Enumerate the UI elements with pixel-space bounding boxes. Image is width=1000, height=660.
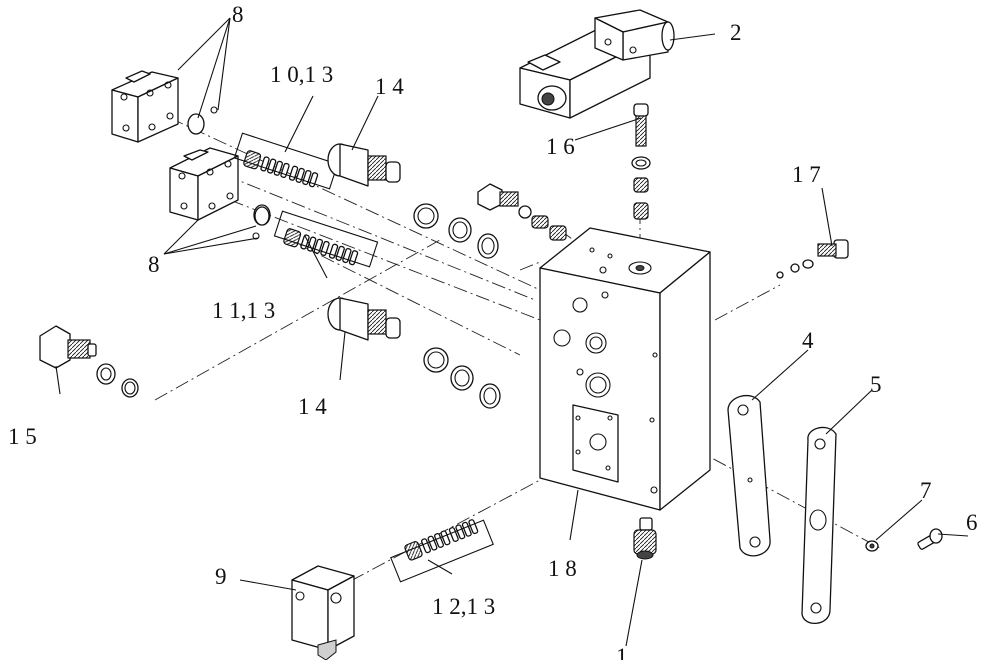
center-lines	[154, 117, 881, 593]
spring-stack-10	[243, 150, 319, 188]
callout-6: 6	[966, 510, 978, 535]
callout-5: 5	[870, 372, 882, 397]
cover-plate-middle	[169, 147, 271, 240]
callout-12: 1 2,1 3	[432, 594, 495, 619]
part-6-bolt	[917, 528, 943, 550]
part-16-valve	[477, 183, 567, 241]
o-ring-8-bottom	[254, 206, 270, 226]
callout-7: 7	[920, 478, 932, 503]
part-15-plug	[39, 325, 139, 398]
callout-8-top: 8	[232, 2, 244, 27]
plate-5	[801, 426, 837, 624]
part-17-plug	[776, 239, 849, 279]
manifold-block	[539, 227, 711, 511]
cartridge-valve-14-bottom	[327, 297, 501, 409]
part-9-plug-block	[291, 565, 355, 660]
callout-9: 9	[215, 564, 227, 589]
spring-stack-11	[283, 228, 359, 266]
plate-4	[727, 394, 771, 557]
bracket-10	[233, 132, 339, 190]
callout-10: 1 0,1 3	[270, 62, 333, 87]
callout-labels: 8 8 1 0,1 3 1 1,1 3 1 2,1 3 1 4 1 4 1 5 …	[8, 2, 978, 660]
part-16-cartridge	[631, 103, 651, 220]
part-7-washer	[865, 540, 879, 552]
solenoid-valve	[519, 9, 675, 119]
callout-14-top: 1 4	[375, 74, 404, 99]
part-1-fitting	[633, 517, 657, 560]
callout-8-bottom: 8	[148, 252, 160, 277]
callout-1: 1	[616, 644, 628, 660]
cartridge-valve-14-top	[327, 143, 499, 259]
callout-4: 4	[802, 328, 814, 353]
callout-2: 2	[730, 20, 742, 45]
cover-plate-top	[111, 70, 218, 143]
callout-18: 1 8	[548, 556, 577, 581]
callout-16: 1 6	[546, 134, 575, 159]
callout-17: 1 7	[792, 162, 821, 187]
bracket-11	[273, 210, 379, 268]
callout-15: 1 5	[8, 424, 37, 449]
leader-lines	[55, 17, 969, 647]
callout-14-bottom: 1 4	[298, 394, 327, 419]
bracket-12	[390, 519, 494, 583]
callout-11: 1 1,1 3	[212, 298, 275, 323]
